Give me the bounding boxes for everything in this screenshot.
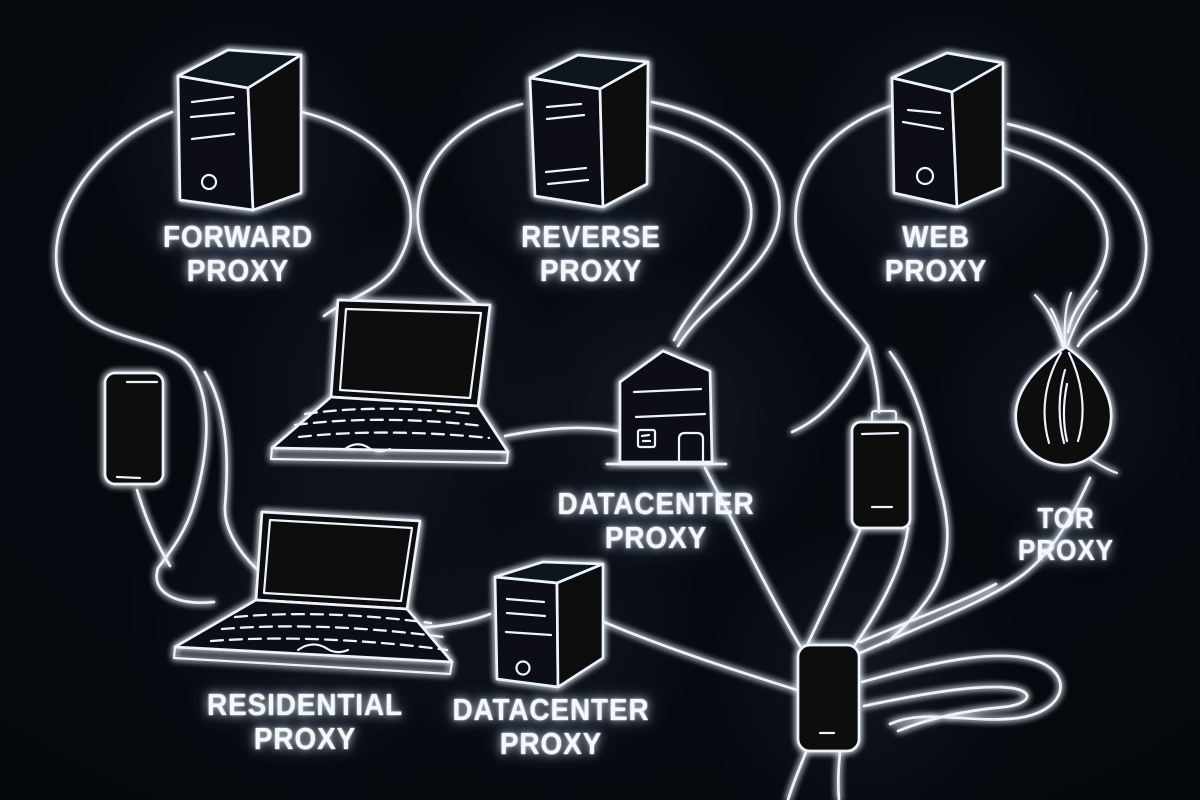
connection-line: [1006, 122, 1148, 348]
server-vents: [901, 108, 945, 131]
connection-line: [646, 124, 753, 342]
connection-line: [848, 526, 910, 654]
connection-line: [703, 466, 802, 648]
server-vents: [544, 102, 590, 186]
house-icon: [605, 349, 728, 466]
server-tower-icon: [493, 560, 605, 689]
connection-line: [54, 110, 192, 368]
connection-line: [836, 750, 842, 800]
connection-line: [794, 104, 892, 348]
label-residential-proxy: RESIDENTIAL PROXY: [207, 686, 403, 756]
house-window: [636, 428, 657, 449]
connection-line: [862, 685, 1029, 733]
battery-terminal: [870, 409, 898, 424]
laptop-screen: [262, 518, 414, 603]
server-vents: [189, 95, 236, 141]
connection-line: [650, 100, 781, 348]
connection-line: [135, 488, 172, 568]
connection-line: [503, 426, 620, 438]
connection-line: [790, 344, 870, 434]
label-datacenter-proxy: DATACENTER PROXY: [557, 485, 755, 555]
connection-line: [804, 528, 862, 650]
laptop-keyboard: [293, 407, 491, 440]
connection-line: [860, 654, 1062, 726]
onion-layers: [1043, 351, 1084, 445]
connection-line: [300, 110, 413, 318]
connection-line: [866, 344, 881, 414]
server-power-button: [200, 173, 218, 191]
connection-line: [886, 350, 949, 644]
connection-line: [602, 620, 799, 692]
server-power-button: [515, 660, 531, 676]
server-tower-icon: [176, 48, 303, 212]
label-datacenter-proxy: DATACENTER PROXY: [452, 691, 650, 761]
label-forward-proxy: FORWARD PROXY: [163, 218, 313, 288]
connection-line: [858, 582, 998, 644]
label-web-proxy: WEB PROXY: [884, 218, 988, 288]
label-tor-proxy: TOR PROXY: [1018, 503, 1114, 567]
phone-home-button: [115, 475, 142, 480]
laptop-keyboard: [209, 612, 449, 652]
server-vents: [504, 597, 553, 637]
laptop-icon: [172, 510, 454, 676]
connection-line: [856, 476, 1092, 656]
laptop-screen: [338, 307, 483, 400]
connection-line: [994, 144, 1109, 334]
house-siding-lines: [632, 387, 707, 419]
smartphone-icon: [796, 643, 861, 753]
server-tower-icon: [528, 53, 650, 209]
onion-sprouts: [1033, 289, 1099, 349]
onion-icon: [1014, 289, 1119, 475]
label-reverse-proxy: REVERSE PROXY: [521, 218, 661, 288]
connection-line: [416, 102, 524, 306]
smartphone-icon: [103, 371, 165, 486]
laptop-trackpad: [296, 643, 350, 654]
battery-icon: [850, 409, 912, 530]
laptop-icon: [269, 298, 510, 465]
house-door: [677, 431, 705, 464]
server-tower-icon: [890, 51, 1005, 209]
connection-line: [155, 364, 216, 605]
laptop-trackpad: [343, 443, 392, 453]
onion-root: [1088, 457, 1119, 475]
connection-line: [786, 750, 808, 800]
server-power-button: [915, 166, 935, 186]
